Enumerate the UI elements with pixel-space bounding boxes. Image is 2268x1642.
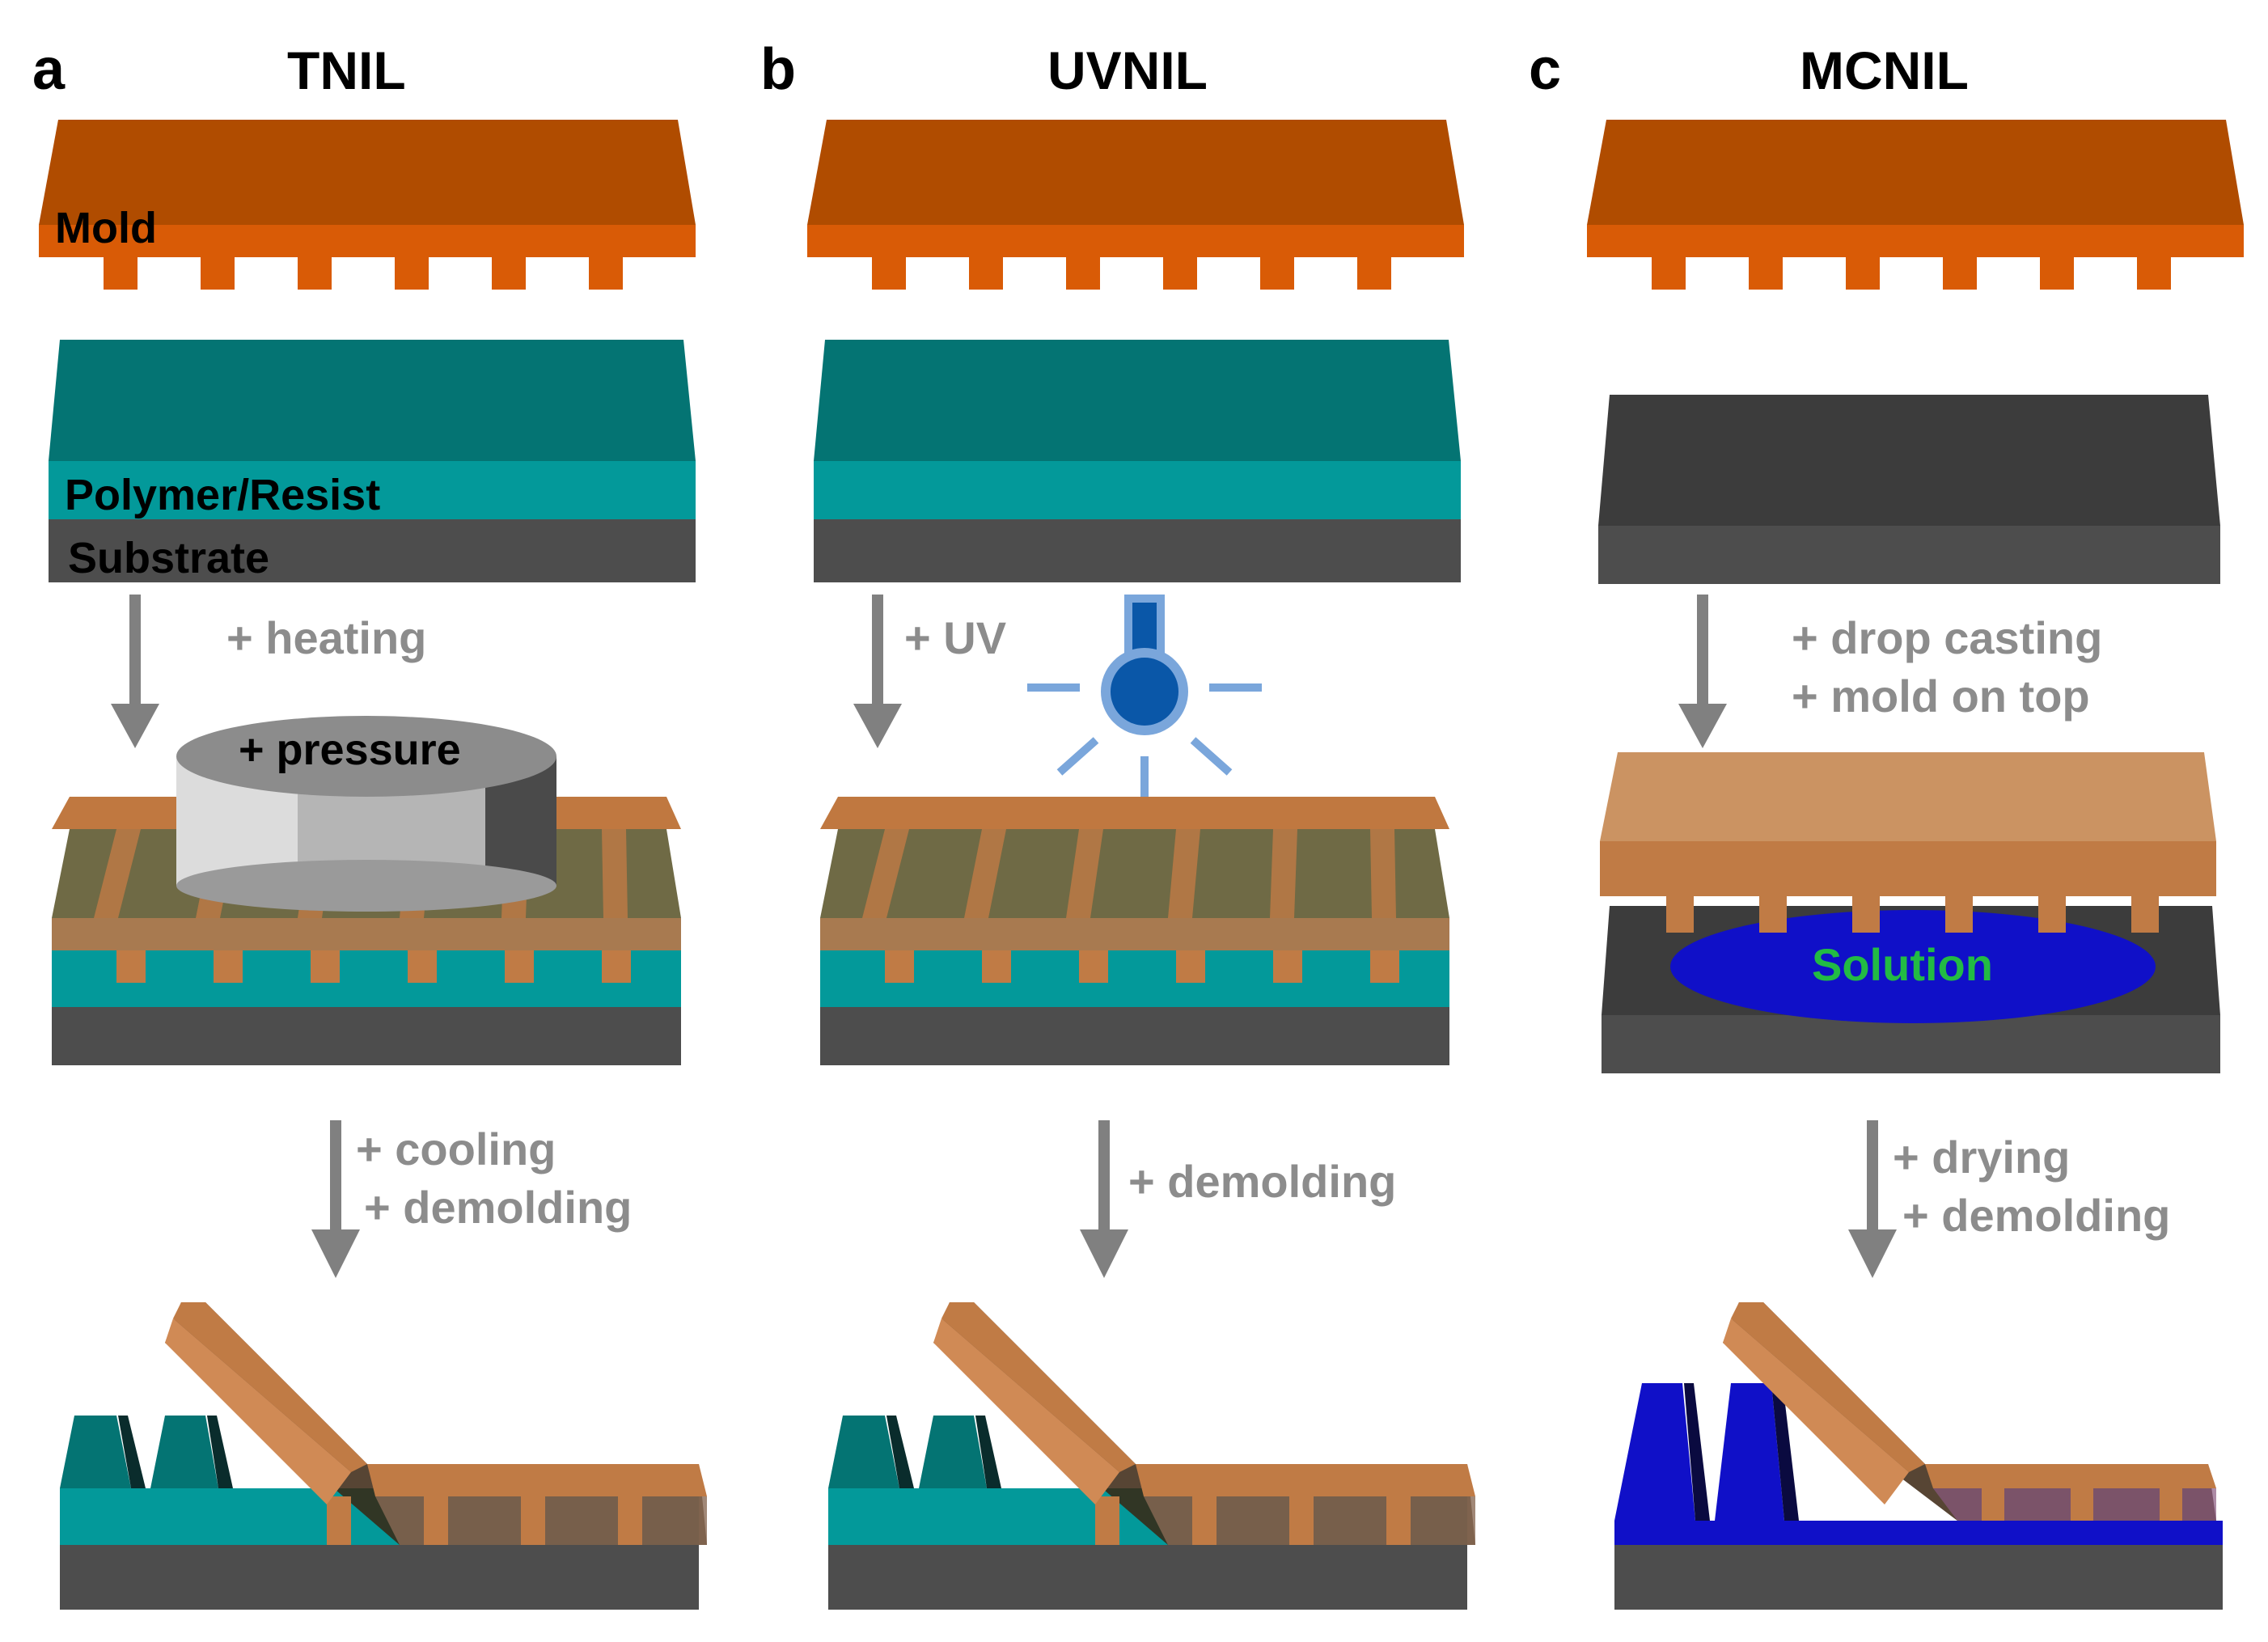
- arrow-b2: [1080, 1120, 1128, 1278]
- uv-lamp-icon: [1027, 595, 1262, 809]
- panel-c: c MCNIL + drop casting + mold on top Sol: [1529, 37, 2244, 1610]
- demold-c: [1614, 1302, 2223, 1610]
- panel-b-title: UVNIL: [1047, 40, 1208, 100]
- mold-casting-c: [1600, 752, 2220, 1073]
- panel-b-letter: b: [760, 37, 796, 102]
- mold-b: [807, 120, 1464, 290]
- arrow-a1: [111, 595, 159, 748]
- solution-label: Solution: [1812, 939, 1993, 990]
- step-demolding-a: + demolding: [364, 1182, 632, 1233]
- panel-a-title: TNIL: [287, 40, 406, 100]
- step-demolding-c: + demolding: [1902, 1190, 2170, 1241]
- mold-c: [1587, 120, 2244, 290]
- pressure-cylinder: [176, 716, 556, 912]
- arrow-c1: [1678, 595, 1727, 748]
- step-drying: + drying: [1893, 1132, 2070, 1183]
- step-mold-on-top: + mold on top: [1792, 671, 2090, 722]
- step-demolding-b: + demolding: [1128, 1156, 1396, 1207]
- imprint-b: [820, 797, 1449, 1065]
- stack-b: [814, 340, 1461, 582]
- step-uv: + UV: [904, 612, 1006, 663]
- step-cooling: + cooling: [356, 1124, 556, 1174]
- step-drop-casting: + drop casting: [1792, 612, 2102, 663]
- panel-c-title: MCNIL: [1800, 40, 1969, 100]
- arrow-b1: [853, 595, 902, 748]
- demold-a: [60, 1302, 707, 1610]
- demold-b: [828, 1302, 1475, 1610]
- substrate-label: Substrate: [68, 534, 269, 582]
- polymer-label: Polymer/Resist: [65, 471, 380, 519]
- arrow-a2: [311, 1120, 360, 1278]
- mold-label: Mold: [55, 204, 157, 252]
- step-pressure: + pressure: [239, 726, 461, 774]
- substrate-c: [1598, 395, 2220, 584]
- arrow-c2: [1848, 1120, 1897, 1278]
- panel-c-letter: c: [1529, 37, 1561, 102]
- panel-a-letter: a: [32, 37, 66, 102]
- panel-a: a TNIL Mold Polymer/Resist Substrate + h…: [32, 37, 707, 1610]
- panel-b: b UVNIL + UV + demolding: [760, 37, 1475, 1610]
- step-heating: + heating: [226, 612, 426, 663]
